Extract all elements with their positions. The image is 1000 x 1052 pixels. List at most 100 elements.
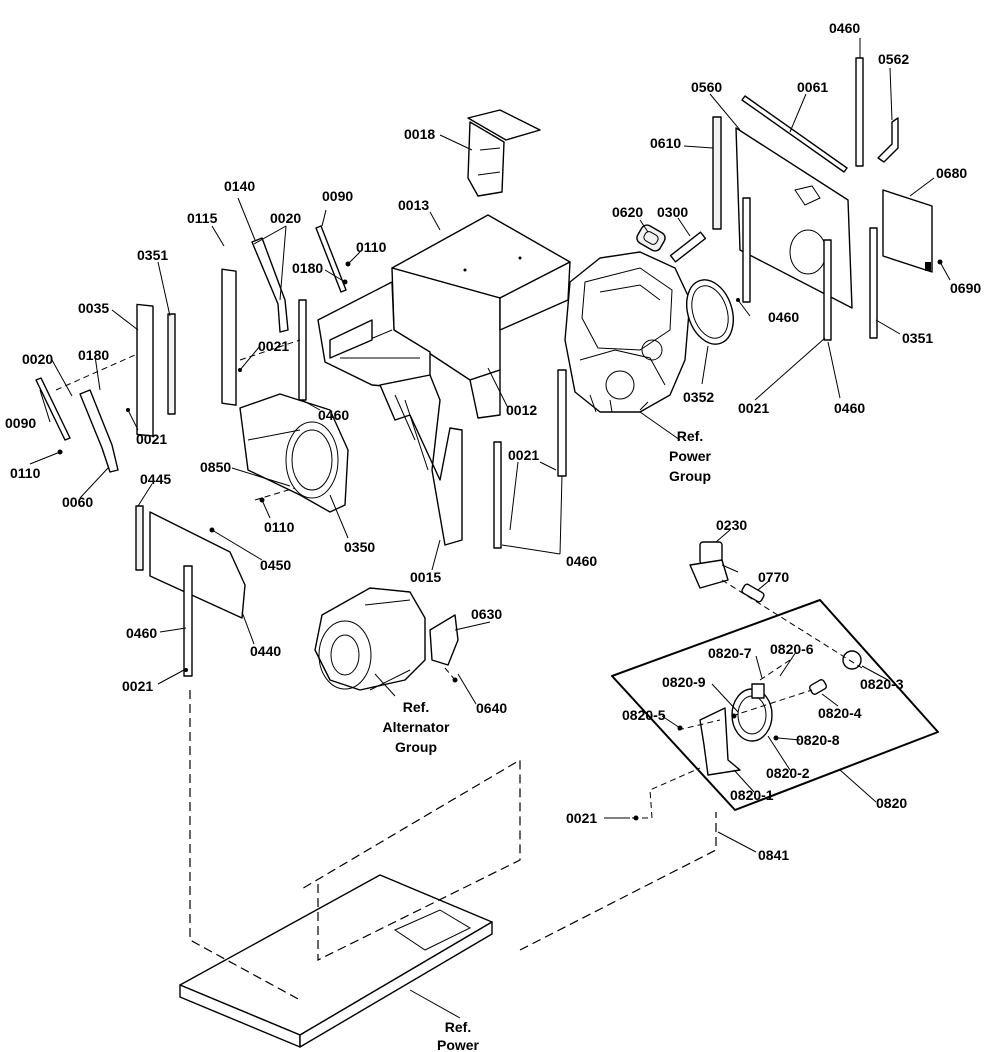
label-0841: 0841 xyxy=(758,847,789,863)
part-0680-sheet xyxy=(882,189,933,273)
label-0060: 0060 xyxy=(62,494,93,510)
label-0460-b: 0460 xyxy=(768,309,799,325)
part-0300-tube xyxy=(669,231,707,263)
label-0020-a: 0020 xyxy=(270,210,301,226)
ref-power-base-line1: Ref. xyxy=(445,1019,471,1035)
ref-alternator-line2: Alternator xyxy=(383,719,450,735)
part-0562-bracket xyxy=(877,117,899,163)
label-0440: 0440 xyxy=(250,643,281,659)
part-number-labels: 0460 0562 0061 0560 0610 0680 0018 0620 … xyxy=(5,20,981,863)
label-0820-9: 0820-9 xyxy=(662,674,706,690)
label-0110-c: 0110 xyxy=(264,519,295,535)
label-0445: 0445 xyxy=(140,471,171,487)
part-0351-strip-b xyxy=(869,227,878,339)
part-0018-bracket xyxy=(467,109,541,197)
label-0020-b: 0020 xyxy=(22,351,53,367)
part-0610-strip xyxy=(712,116,722,230)
part-0460-rail-c xyxy=(823,239,832,341)
part-0115-panel xyxy=(221,268,237,406)
label-0460-c: 0460 xyxy=(834,400,865,416)
ref-power-group-line1: Ref. xyxy=(677,428,703,444)
label-0021-d: 0021 xyxy=(508,447,539,463)
label-0560: 0560 xyxy=(691,79,722,95)
leader-lines xyxy=(29,38,951,1019)
ref-power-group-line2: Power xyxy=(669,448,712,464)
part-0440-panel xyxy=(149,511,246,619)
label-0021-a: 0021 xyxy=(258,338,289,354)
ref-alternator-line1: Ref. xyxy=(403,699,429,715)
dashed-guide-lines xyxy=(55,339,863,1001)
label-0770: 0770 xyxy=(758,569,789,585)
label-0110-b: 0110 xyxy=(10,465,41,481)
part-0460-rail-d xyxy=(298,299,307,401)
ref-power-base-line2: Power xyxy=(437,1037,480,1052)
fastener-dots xyxy=(57,259,943,821)
label-0450: 0450 xyxy=(260,557,291,573)
part-0090-rod-b xyxy=(35,377,71,441)
label-0820-5: 0820-5 xyxy=(622,707,666,723)
part-0560-panel xyxy=(735,127,853,309)
label-0180-b: 0180 xyxy=(78,347,109,363)
label-0820: 0820 xyxy=(876,795,907,811)
label-0021-e: 0021 xyxy=(122,678,153,694)
part-0015-bracket xyxy=(379,374,463,546)
label-0630: 0630 xyxy=(471,606,502,622)
part-0770-fitting xyxy=(741,583,765,603)
label-0460-d: 0460 xyxy=(318,407,349,423)
ref-alternator-line3: Group xyxy=(395,739,437,755)
label-0351-b: 0351 xyxy=(902,330,933,346)
part-0460-rail-b xyxy=(742,197,751,303)
part-0013-housing-cover xyxy=(391,214,571,419)
part-0020-bar-a xyxy=(251,237,289,333)
part-0680-corner xyxy=(925,262,931,271)
part-0460-rail-g xyxy=(557,369,567,477)
label-0090-b: 0090 xyxy=(5,415,36,431)
label-0460-e: 0460 xyxy=(566,553,597,569)
label-0115: 0115 xyxy=(187,210,218,226)
label-0562: 0562 xyxy=(878,51,909,67)
part-0035-panel xyxy=(136,303,154,437)
part-0460-rail-f xyxy=(493,441,502,549)
ref-power-group-line3: Group xyxy=(669,468,711,484)
part-0230-solenoid xyxy=(689,541,739,589)
label-0021-c: 0021 xyxy=(136,431,167,447)
label-0013: 0013 xyxy=(398,197,429,213)
part-0820-2-regulator xyxy=(731,683,773,742)
part-0090-rod-a xyxy=(315,225,347,293)
part-0352-seal-ring xyxy=(686,279,734,345)
part-0630-bracket xyxy=(429,614,459,666)
power-base xyxy=(179,874,493,1048)
part-0460-rail-e xyxy=(183,565,193,677)
label-0820-7: 0820-7 xyxy=(708,645,752,661)
part-0350-shroud xyxy=(239,393,349,513)
ref-power-group-label: Ref. Power Group xyxy=(669,428,712,484)
part-0012-tray xyxy=(317,281,431,391)
part-0061-rod xyxy=(741,95,848,173)
label-0015: 0015 xyxy=(410,569,441,585)
label-0021-f: 0021 xyxy=(566,810,597,826)
label-0820-3: 0820-3 xyxy=(860,676,904,692)
alternator-group xyxy=(314,587,426,691)
label-0680: 0680 xyxy=(936,165,967,181)
label-0110-a: 0110 xyxy=(356,239,387,255)
label-0690: 0690 xyxy=(950,280,981,296)
label-0012: 0012 xyxy=(506,402,537,418)
part-0820-3 xyxy=(842,650,862,670)
label-0300: 0300 xyxy=(657,204,688,220)
ref-power-base-label: Ref. Power xyxy=(437,1019,480,1052)
ref-alternator-group-label: Ref. Alternator Group xyxy=(383,699,450,755)
label-0850: 0850 xyxy=(200,459,231,475)
label-0820-6: 0820-6 xyxy=(770,641,814,657)
label-0140: 0140 xyxy=(224,178,255,194)
part-0820-1-bracket xyxy=(699,707,741,776)
engine-power-group xyxy=(564,251,691,413)
part-0351-strip-a xyxy=(167,313,176,415)
label-0640: 0640 xyxy=(476,700,507,716)
label-0180-a: 0180 xyxy=(292,260,323,276)
part-0620-grommet xyxy=(636,224,666,252)
label-0230: 0230 xyxy=(716,517,747,533)
label-0820-8: 0820-8 xyxy=(796,732,840,748)
label-0021-b: 0021 xyxy=(738,400,769,416)
label-0351-a: 0351 xyxy=(137,247,168,263)
